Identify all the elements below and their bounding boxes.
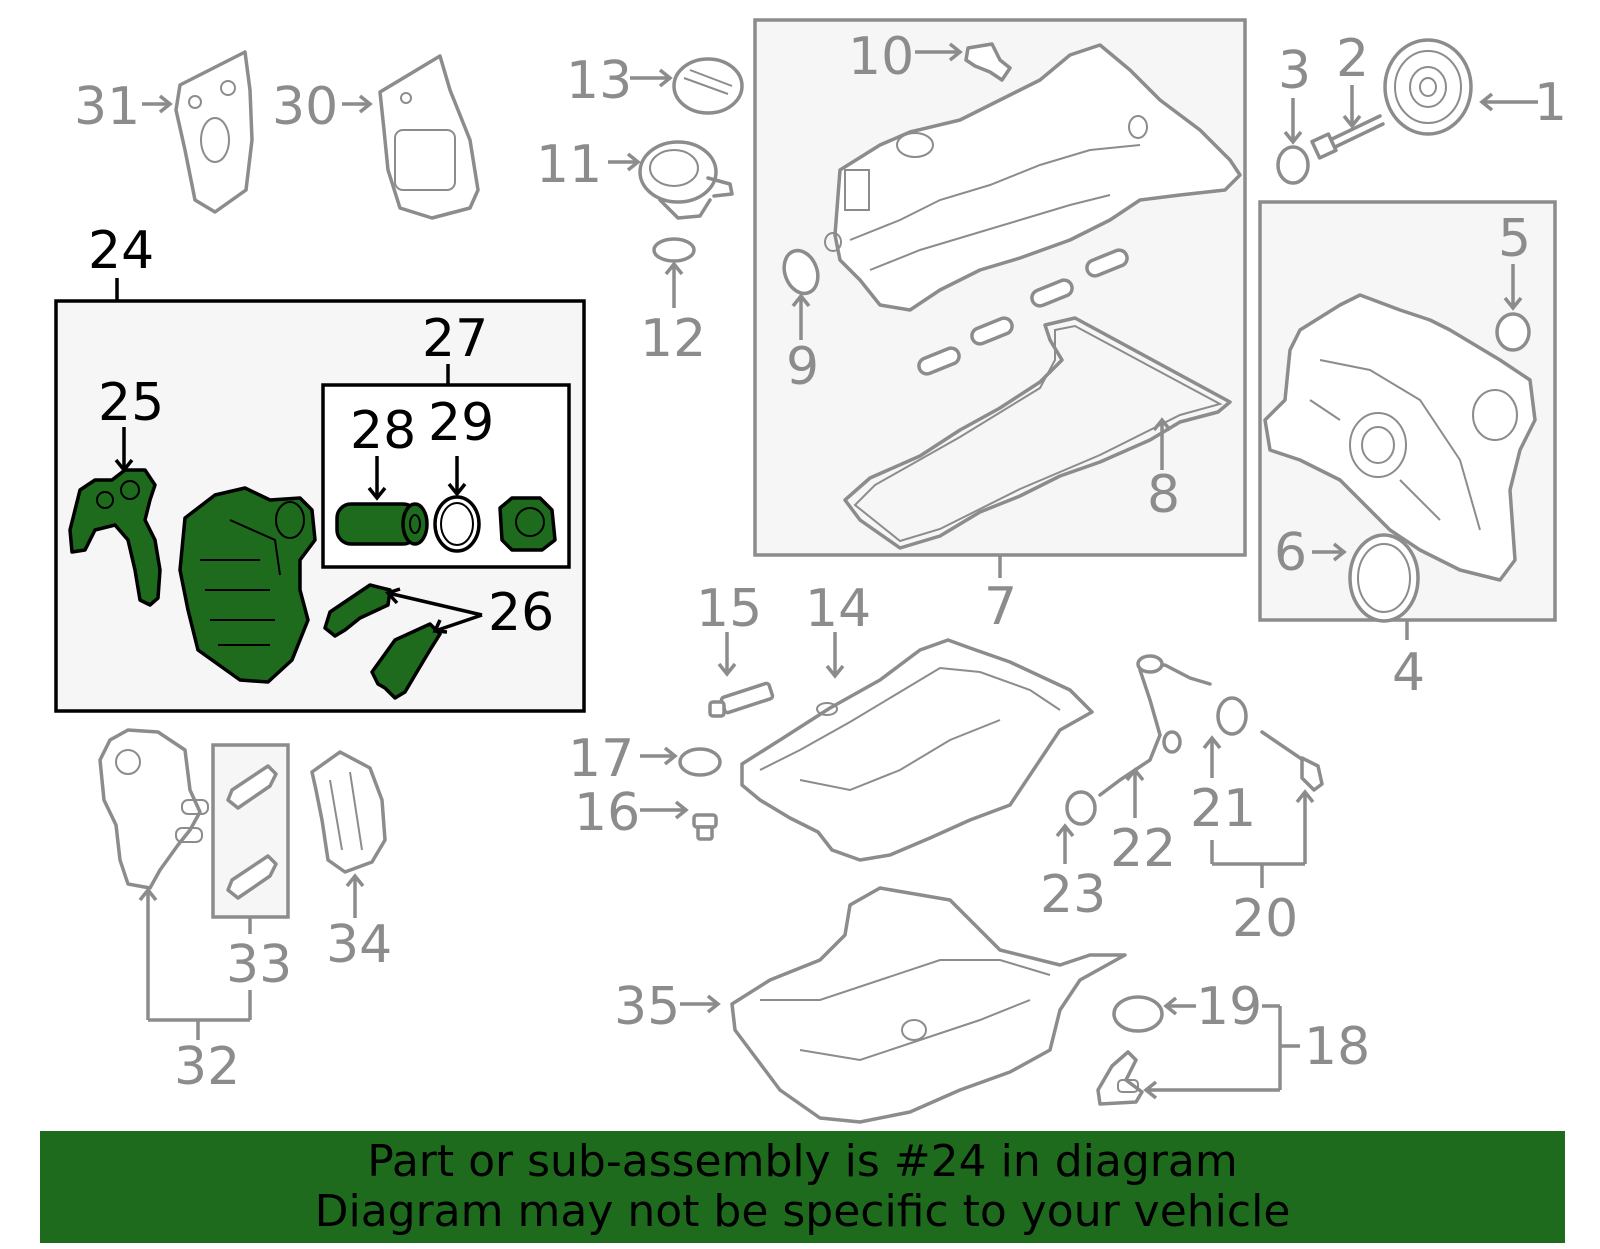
callout-4: 4: [1392, 643, 1425, 703]
callout-11: 11: [536, 135, 602, 195]
part-32-filter-housing: [98, 728, 209, 890]
part-13-oil-cap: [672, 57, 744, 115]
callout-2: 2: [1336, 29, 1369, 89]
callout-32: 32: [174, 1037, 240, 1097]
part-6-seal-ring: [1348, 533, 1420, 623]
part-4-timing-cover: [1263, 293, 1537, 582]
callout-6: 6: [1274, 523, 1307, 583]
callout-23: 23: [1040, 865, 1106, 925]
callout-35: 35: [614, 977, 680, 1037]
part-29-o-ring: [433, 495, 481, 553]
part-33-gaskets: [226, 764, 278, 900]
callout-10: 10: [848, 27, 914, 87]
part-22-pipe: [1098, 654, 1212, 797]
part-9-o-ring: [782, 248, 820, 296]
part-23-o-ring: [1065, 790, 1097, 826]
callout-3: 3: [1278, 41, 1311, 101]
callout-12: 12: [640, 309, 706, 369]
callout-14: 14: [805, 579, 871, 639]
part-28-filter-element: [335, 502, 429, 546]
callout-34: 34: [326, 915, 392, 975]
part-11-filler-neck: [638, 140, 734, 220]
part-7-valve-cover: [824, 43, 1242, 312]
callout-labels: 1 2 3 4 5 6 7 8 9 10 11 12 13 14 15 16 1…: [74, 27, 1567, 1097]
callout-33: 33: [226, 935, 292, 995]
part-20-dipstick: [1260, 730, 1324, 792]
banner-line-part: Part or sub-assembly is #24 in diagram: [367, 1136, 1238, 1187]
callout-22: 22: [1110, 819, 1176, 879]
part-26-gaskets: [323, 583, 442, 700]
callout-30: 30: [272, 77, 338, 137]
part-10-bracket: [964, 42, 1012, 82]
callout-28: 28: [350, 401, 416, 461]
callout-25: 25: [98, 373, 164, 433]
part-19-o-ring: [1112, 995, 1164, 1033]
callout-13: 13: [566, 51, 632, 111]
part-35-lower-oil-pan: [730, 886, 1127, 1124]
part-30-cooler: [378, 54, 480, 220]
part-34-cooler: [310, 750, 387, 874]
part-25-gasket: [68, 468, 162, 607]
leader-lines-24: [114, 278, 483, 634]
part-7-spark-seals: [917, 248, 1129, 376]
callout-26: 26: [488, 583, 554, 643]
part-14-oil-pan: [740, 638, 1094, 862]
part-1-pulley: [1383, 38, 1473, 136]
callout-8: 8: [1147, 465, 1180, 525]
callout-16: 16: [574, 783, 640, 843]
callout-5: 5: [1498, 209, 1531, 269]
part-3-seal: [1276, 145, 1310, 185]
part-5-seal: [1495, 312, 1531, 352]
part-24-housing: [178, 486, 317, 684]
part-12-o-ring: [652, 237, 696, 263]
part-2-bolt: [1310, 114, 1385, 160]
callout-20: 20: [1232, 889, 1298, 949]
part-31-gasket: [174, 50, 254, 214]
callout-1: 1: [1534, 73, 1567, 133]
part-18-sensor: [1096, 1050, 1144, 1106]
info-banner: Part or sub-assembly is #24 in diagram D…: [40, 1131, 1565, 1243]
callout-27: 27: [422, 309, 488, 369]
callout-29: 29: [428, 393, 494, 453]
leader-lines: [138, 42, 1538, 1100]
callout-17: 17: [568, 729, 634, 789]
callout-19: 19: [1196, 977, 1262, 1037]
callout-9: 9: [786, 337, 819, 397]
callout-18: 18: [1304, 1017, 1370, 1077]
callout-7: 7: [984, 577, 1017, 637]
part-21-o-ring: [1216, 696, 1248, 736]
part-15-sensor: [708, 681, 775, 718]
callout-31: 31: [74, 77, 140, 137]
part-16-drain-plug: [692, 813, 718, 841]
callout-21: 21: [1190, 779, 1256, 839]
part-17-washer: [678, 747, 722, 777]
part-8-gasket: [843, 316, 1232, 550]
callout-24: 24: [88, 221, 154, 281]
part-27-filter-cap: [498, 496, 557, 552]
banner-line-disclaimer: Diagram may not be specific to your vehi…: [314, 1186, 1291, 1237]
callout-15: 15: [696, 579, 762, 639]
